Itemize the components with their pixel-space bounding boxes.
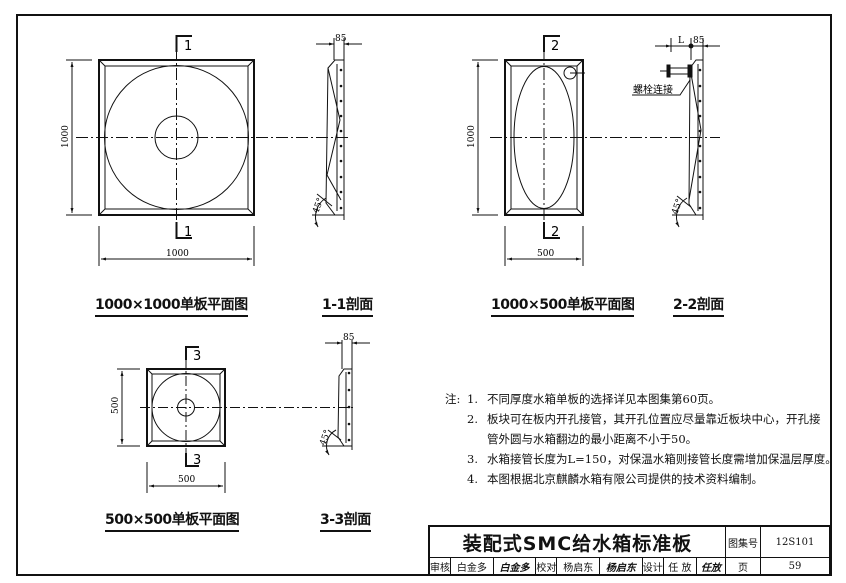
caption-section-3: 3-3剖面	[320, 511, 371, 532]
dim-width-1000: 1000	[166, 249, 189, 259]
dim-flange-1: 85	[335, 34, 347, 44]
angle-2: 45°	[670, 198, 685, 216]
review-label: 审核	[429, 557, 451, 575]
checker-name: 杨启东	[556, 557, 601, 575]
reviewer-name: 白金多	[450, 557, 494, 575]
note-number: 2.	[467, 412, 478, 426]
dim-width-500b: 500	[178, 475, 195, 485]
title-block: 装配式SMC给水箱标准板 图集号 12S101 审核 白金多 白金多 校对 杨启…	[428, 525, 830, 575]
note-text: 板块可在板内开孔接管，其开孔位置应尽量靠近板块中心，开孔接	[487, 412, 821, 426]
note-text: 水箱接管长度为L=150，对保温水箱则接管长度需增加保温层厚度。	[487, 452, 837, 466]
section-mark-1-top: 1	[184, 39, 192, 54]
drawing-title: 装配式SMC给水箱标准板	[429, 526, 726, 558]
plan-1000x1000	[66, 35, 350, 266]
section-mark-1-bottom: 1	[184, 225, 192, 240]
design-label: 设计	[641, 557, 664, 575]
reviewer-signature: 白金多	[492, 557, 537, 575]
bolt-connection-callout: 螺栓连接	[633, 83, 673, 96]
dim-flange-3: 85	[343, 333, 355, 343]
note-number: 1.	[467, 392, 478, 406]
check-label: 校对	[535, 557, 558, 575]
page-label: 页	[725, 557, 761, 575]
caption-section-2: 2-2剖面	[673, 296, 724, 317]
angle-3: 45°	[318, 429, 333, 447]
caption-plan-500x500: 500×500单板平面图	[105, 511, 240, 532]
dim-width-500: 500	[537, 249, 554, 259]
section-mark-2-top: 2	[551, 39, 559, 54]
plan-1000x500	[472, 35, 720, 266]
note-text: 本图根据北京麒麟水箱有限公司提供的技术资料编制。	[487, 472, 763, 486]
atlas-label: 图集号	[725, 526, 761, 558]
notes-label: 注:	[445, 392, 461, 406]
notes: 注: 1. 不同厚度水箱单板的选择详见本图集第60页。 2. 板块可在板内开孔接管，其…	[445, 389, 837, 489]
plan-500x500	[117, 346, 355, 493]
caption-plan-1000x1000: 1000×1000单板平面图	[95, 296, 248, 317]
note-number: 3.	[467, 452, 478, 466]
dim-height-1000: 1000	[61, 125, 71, 148]
caption-plan-1000x500: 1000×500单板平面图	[491, 296, 635, 317]
note-text: 管外圆与水箱翻边的最小距离不小于50。	[487, 432, 698, 446]
section-2-2	[632, 38, 720, 228]
drawing-frame	[16, 14, 832, 576]
section-mark-3-top: 3	[193, 349, 201, 364]
checker-signature: 杨启东	[599, 557, 643, 575]
dim-flange-2: 85	[693, 36, 705, 46]
section-mark-2-bottom: 2	[551, 225, 559, 240]
section-1-1	[312, 38, 362, 228]
atlas-number: 12S101	[760, 526, 830, 558]
dim-height-1000b: 1000	[467, 125, 477, 148]
dim-pipe-length: L	[678, 36, 684, 46]
dim-height-500: 500	[111, 397, 121, 414]
note-text: 不同厚度水箱单板的选择详见本图集第60页。	[487, 392, 721, 406]
section-3-3	[322, 340, 370, 456]
bolt-dots	[339, 68, 702, 442]
note-number: 4.	[467, 472, 478, 486]
section-mark-3-bottom: 3	[193, 453, 201, 468]
caption-section-1: 1-1剖面	[322, 296, 373, 317]
page-number: 59	[760, 557, 830, 575]
designer-name: 任 放	[662, 557, 698, 575]
designer-signature: 任放	[696, 557, 726, 575]
angle-1: 45°	[311, 197, 326, 215]
